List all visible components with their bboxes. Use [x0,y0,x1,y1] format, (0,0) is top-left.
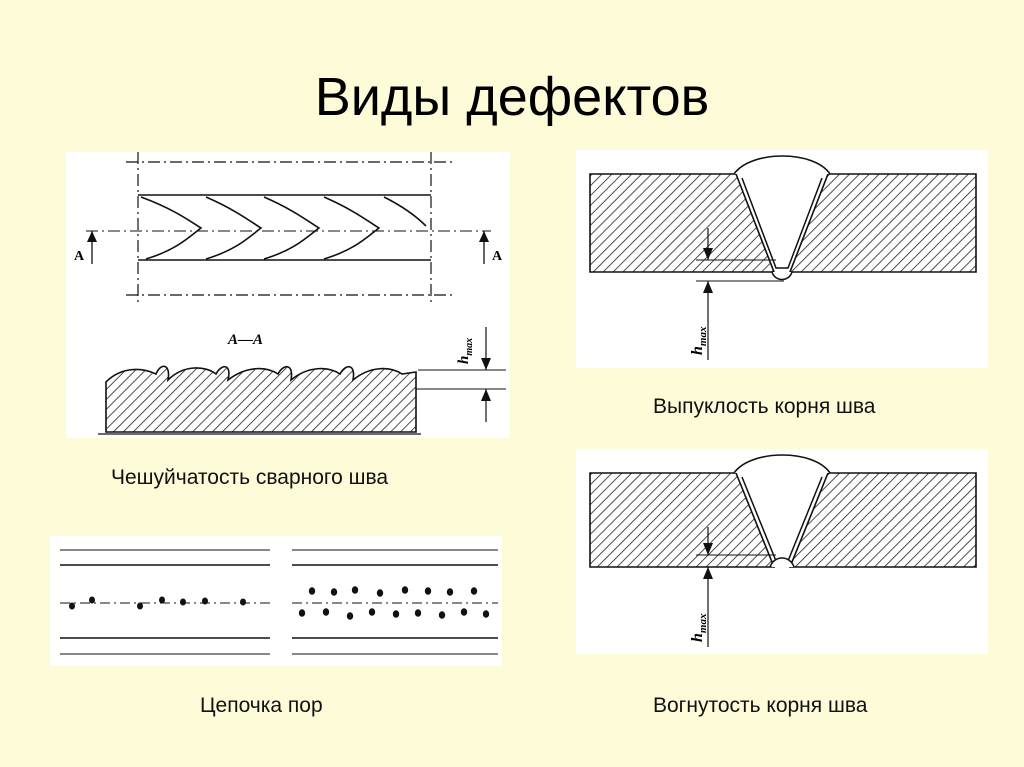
pore-chain-figure [50,536,502,666]
height-subscript: max [464,338,475,356]
root-concavity-figure: hmax [576,449,988,654]
section-arrow-label-left: A [74,249,85,264]
section-label: A—A [227,332,263,348]
scaly-weld-caption: Чешуйчатость сварного шва [111,466,389,489]
root-convexity-figure: hmax [576,150,988,368]
weld-cross-section [98,327,506,435]
section-arrow-label-right: A [492,249,503,264]
slide-title: Виды дефектов [314,67,710,127]
root-convexity-caption: Выпуклость корня шва [653,395,876,418]
svg-text:hmax: hmax [689,326,709,355]
root-concavity-caption: Вогнутость корня шва [653,694,868,717]
scaly-weld-figure: A A A—A hmax [66,152,510,438]
pore-chain-left-view [60,549,270,655]
height-subscript: max [697,326,709,346]
height-subscript: max [697,613,709,633]
pore-chain-caption: Цепочка пор [200,694,323,717]
svg-text:hmax: hmax [689,613,709,642]
concavity-weld-section [589,454,977,647]
pore-chain-right-view [292,549,498,655]
convexity-weld-section [589,155,977,360]
height-label: h [689,633,706,642]
svg-text:hmax: hmax [456,338,475,364]
height-label: h [456,356,472,364]
height-label: h [689,346,706,355]
weld-plan-view [86,152,491,304]
